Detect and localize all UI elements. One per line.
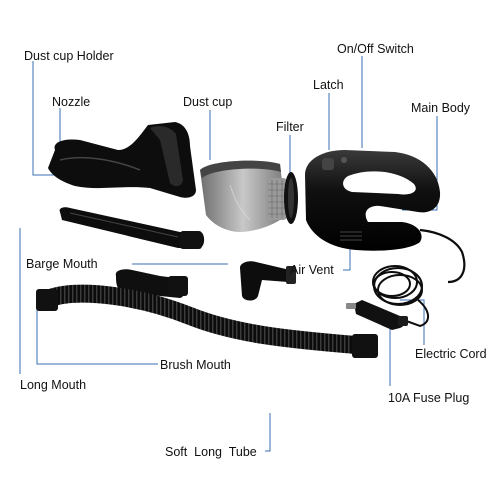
label-soft-long-tube: Soft Long Tube xyxy=(165,445,257,459)
label-dust-cup-holder: Dust cup Holder xyxy=(24,49,114,63)
leader-brush-mouth xyxy=(36,296,158,365)
label-air-vent: Air Vent xyxy=(290,263,334,277)
dust-cup-holder-part xyxy=(48,122,196,198)
leader-electric-cord xyxy=(400,299,425,345)
part-labels: Dust cup Holder Nozzle Dust cup Filter L… xyxy=(20,42,487,459)
dust-cup-part xyxy=(200,160,286,232)
label-barge-mouth: Barge Mouth xyxy=(26,257,98,271)
label-latch: Latch xyxy=(313,78,344,92)
label-long-mouth: Long Mouth xyxy=(20,378,86,392)
label-electric-cord: Electric Cord xyxy=(415,347,487,361)
label-nozzle: Nozzle xyxy=(52,95,90,109)
barge-mouth-part xyxy=(240,261,296,301)
leader-soft-tube xyxy=(265,413,271,452)
label-brush-mouth: Brush Mouth xyxy=(160,358,231,372)
label-filter: Filter xyxy=(276,120,304,134)
label-dust-cup: Dust cup xyxy=(183,95,232,109)
long-mouth-part xyxy=(59,207,205,249)
label-main-body: Main Body xyxy=(411,101,471,115)
main-body-part xyxy=(305,150,466,284)
label-fuse-plug: 10A Fuse Plug xyxy=(388,391,469,405)
filter-part xyxy=(266,172,298,224)
fuse-plug-part xyxy=(346,300,408,330)
soft-long-tube-part xyxy=(36,284,378,358)
electric-cord-part xyxy=(372,265,429,328)
label-on-off-switch: On/Off Switch xyxy=(337,42,414,56)
